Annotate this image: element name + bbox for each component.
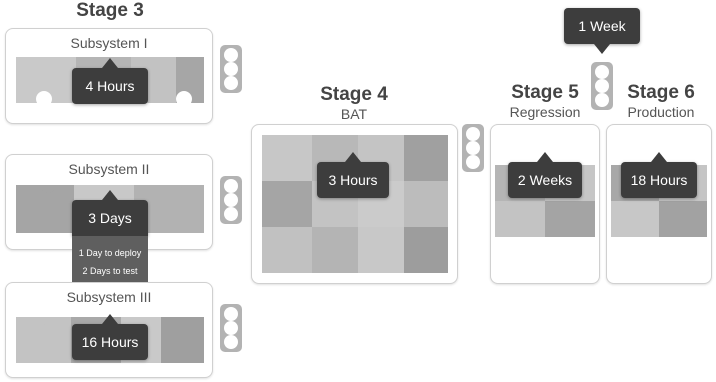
subsystem-2-duration: 3 Days [72,200,148,236]
traffic-light-2 [220,176,242,224]
gate-duration: 1 Week [564,8,640,44]
stage-5-duration-pointer [537,152,553,162]
subsystem-2-detail-test: 2 Days to test [82,266,138,276]
stage-5-panel [490,124,600,284]
stage-4-duration-pointer [345,152,361,162]
subsystem-2-duration-pointer [102,190,118,200]
traffic-light-4 [462,124,484,172]
subsystem-3-duration: 16 Hours [72,324,148,360]
stage-4-subtitle: BAT [340,106,368,122]
subsystem-3-label: Subsystem III [66,289,152,305]
stage-6-panel [606,124,712,284]
gate-duration-pointer [594,44,610,54]
stage-6-duration: 18 Hours [621,162,697,198]
stage-4-title: Stage 4 [320,84,388,105]
subsystem-1-label: Subsystem I [70,35,148,51]
stage-4-puzzle [262,135,448,273]
subsystem-2-detail-deploy: 1 Day to deploy [78,248,142,258]
subsystem-1-duration-pointer [102,58,118,68]
traffic-light-3 [220,304,242,352]
stage-3-title: Stage 3 [76,0,144,21]
stage-6-duration-pointer [651,152,667,162]
subsystem-3-duration-pointer [102,314,118,324]
stage-4-duration: 3 Hours [317,162,389,198]
subsystem-2-label: Subsystem II [68,161,150,177]
traffic-light-1 [220,45,242,93]
stage-6-title: Stage 6 [627,82,695,103]
stage-4-panel [251,124,458,284]
stage-5-subtitle: Regression [509,104,581,120]
traffic-light-5 [591,62,613,110]
stage-6-subtitle: Production [627,104,695,120]
subsystem-1-duration: 4 Hours [72,68,148,104]
stage-5-duration: 2 Weeks [508,162,582,198]
stage-5-title: Stage 5 [511,82,579,103]
